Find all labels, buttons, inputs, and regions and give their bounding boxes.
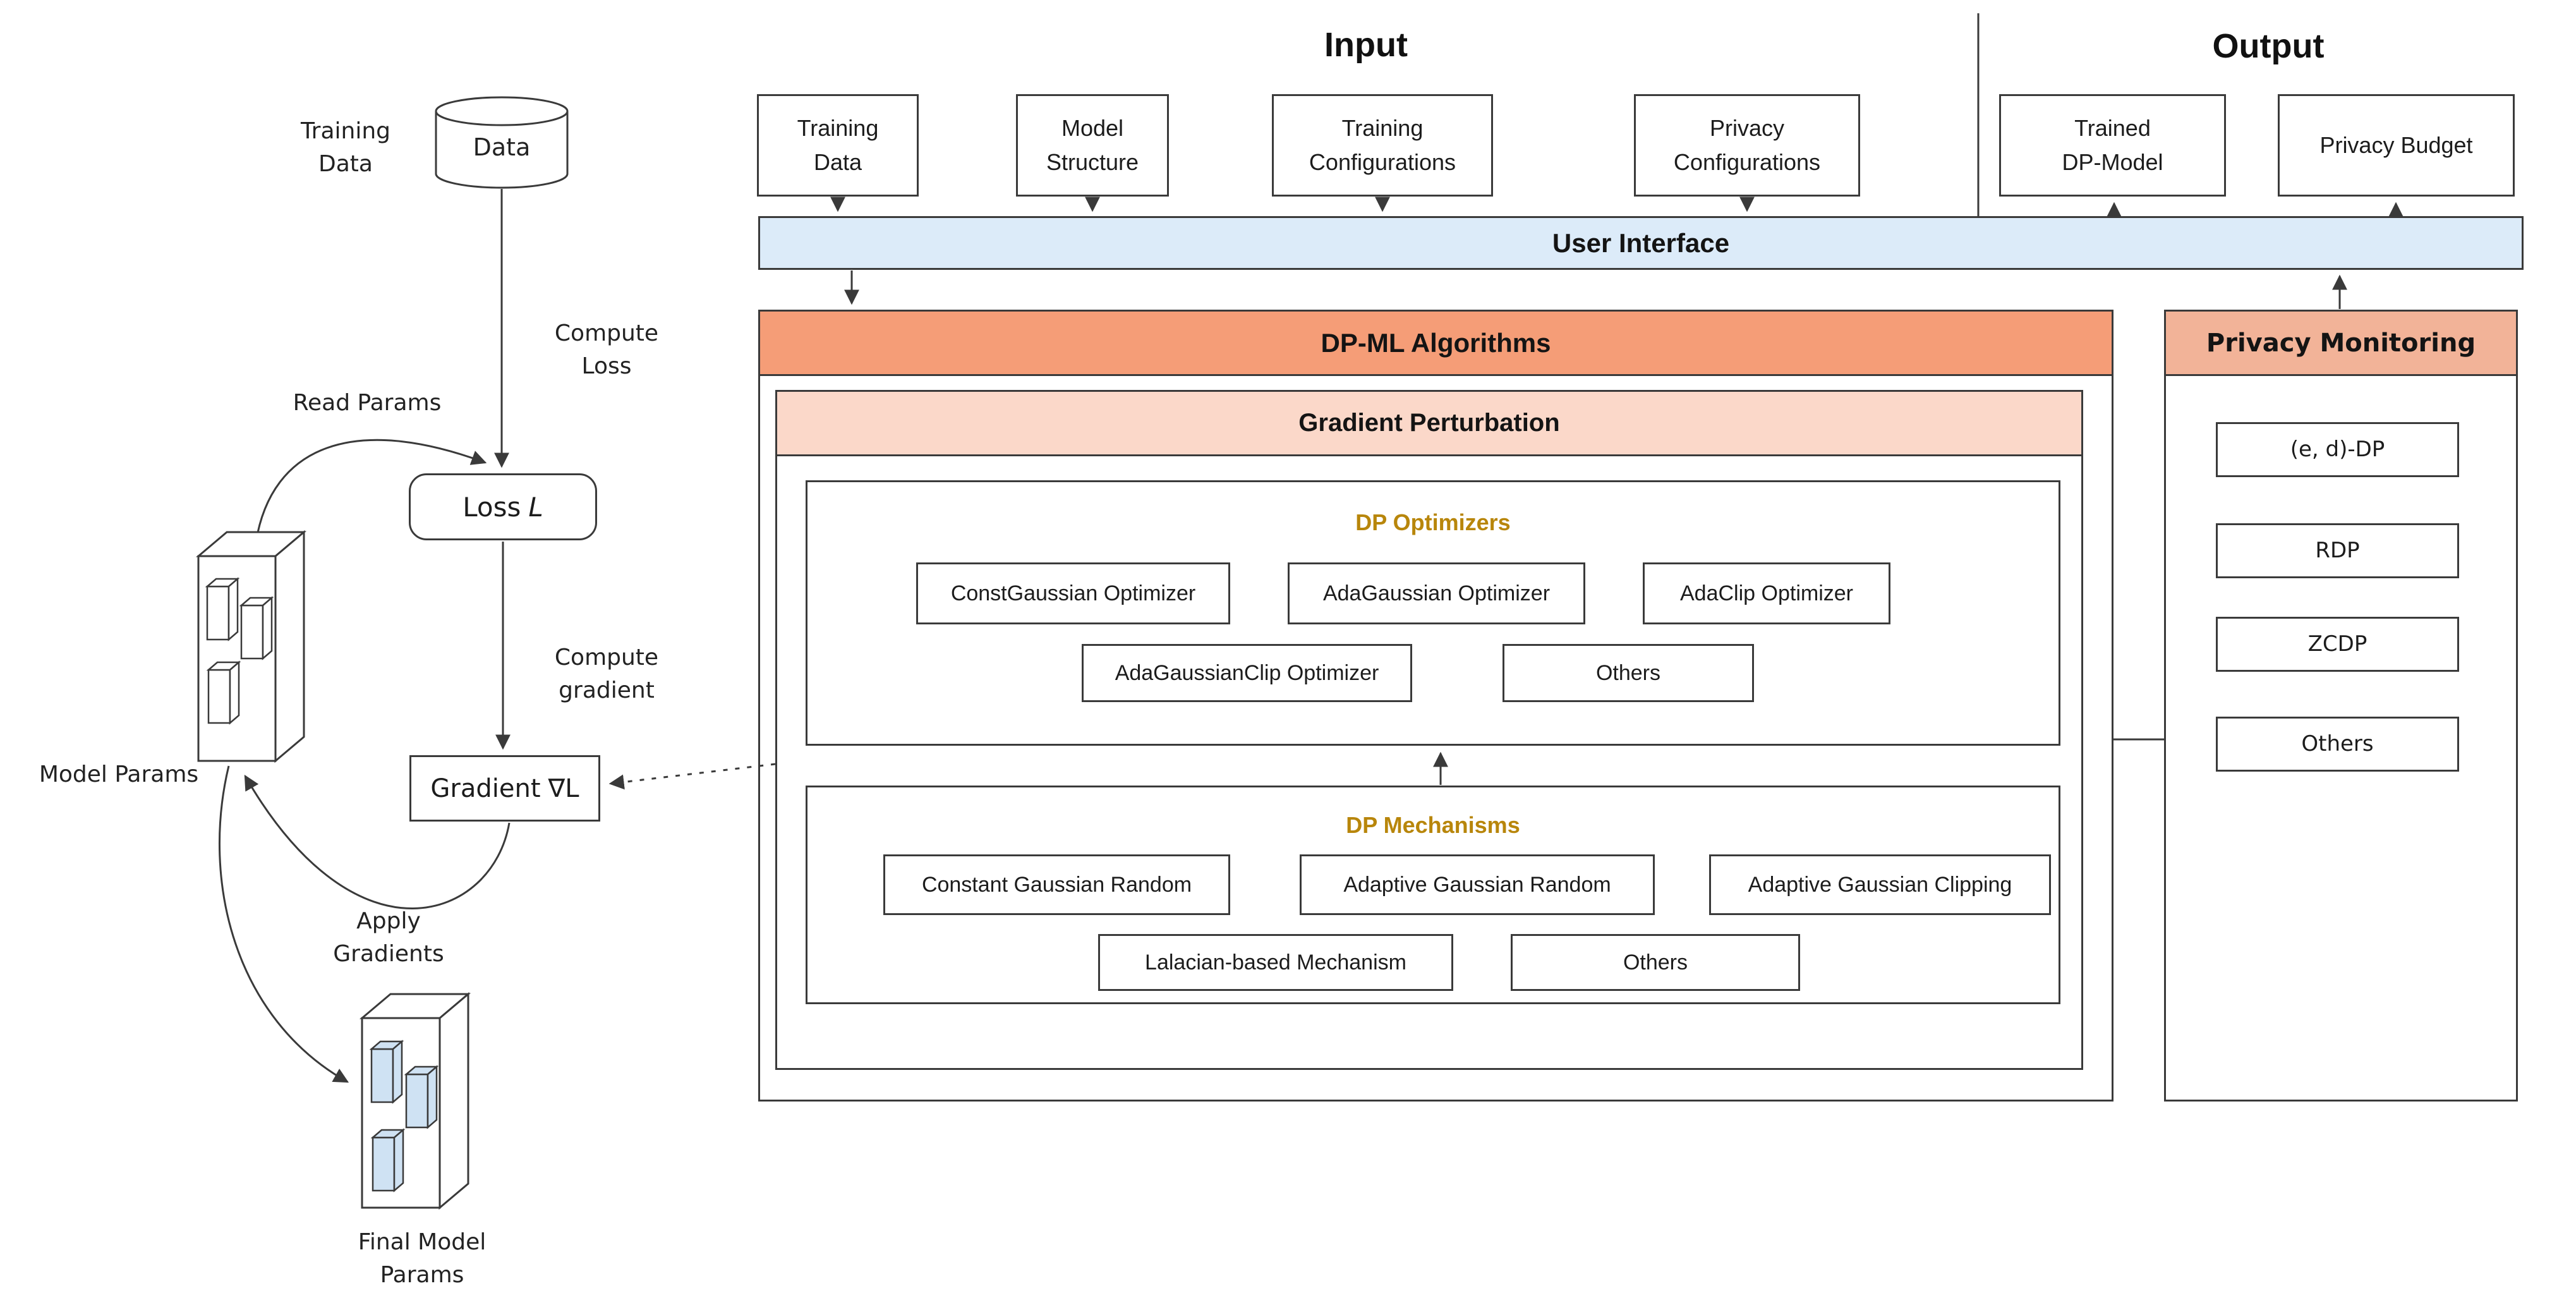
dpml-header: DP-ML Algorithms	[758, 310, 2113, 376]
input-box-privacy-configurations: Privacy Configurations	[1634, 94, 1860, 197]
final-model-params-3d-blocks-icon	[359, 992, 471, 1210]
gradient-perturbation-header: Gradient Perturbation	[775, 390, 2083, 456]
pm-item-others: Others	[2216, 717, 2459, 772]
training-data-label: Training Data	[300, 118, 391, 178]
compute-loss-label: Compute Loss	[554, 320, 659, 380]
mechanism-box-lalacian: Lalacian-based Mechanism	[1098, 934, 1453, 991]
dp-mechanisms-title: DP Mechanisms	[1346, 812, 1520, 838]
loss-node: Loss L	[409, 473, 597, 540]
privacy-monitoring-header: Privacy Monitoring	[2164, 310, 2518, 376]
mechanism-box-constant-gaussian: Constant Gaussian Random	[883, 854, 1230, 915]
dp-mechanisms-container	[806, 786, 2060, 1004]
input-section-title: Input	[1324, 26, 1408, 64]
perturbed-gradient-dotted-arrow	[608, 763, 776, 790]
model-params-label: Model Params	[39, 762, 199, 787]
optimizer-box-adaclip: AdaClip Optimizer	[1643, 562, 1890, 624]
input-box-model-structure: Model Structure	[1016, 94, 1169, 197]
loss-symbol: L	[528, 491, 543, 523]
gradient-symbol: ∇L	[548, 774, 579, 803]
apply-gradients-label: Apply Gradients	[333, 908, 444, 968]
final-model-params-label: Final Model Params	[358, 1229, 487, 1289]
compute-gradient-label: Compute gradient	[554, 645, 659, 704]
mechanism-box-adaptive-gaussian-random: Adaptive Gaussian Random	[1300, 854, 1655, 915]
optimizer-box-constgaussian: ConstGaussian Optimizer	[916, 562, 1230, 624]
gradient-text: Gradient	[430, 774, 541, 803]
pm-item-rdp: RDP	[2216, 523, 2459, 578]
dp-optimizers-container	[806, 480, 2060, 746]
mechanism-box-adaptive-gaussian-clipping: Adaptive Gaussian Clipping	[1709, 854, 2051, 915]
model-params-3d-blocks-icon	[195, 530, 307, 763]
optimizer-box-adagaussianclip: AdaGaussianClip Optimizer	[1082, 644, 1412, 702]
data-cylinder-label: Data	[473, 133, 531, 161]
user-interface-bar: User Interface	[758, 216, 2524, 270]
output-box-trained-dp-model: Trained DP-Model	[1999, 94, 2226, 197]
optimizer-box-adagaussian: AdaGaussian Optimizer	[1288, 562, 1585, 624]
optimizer-box-others: Others	[1503, 644, 1754, 702]
loss-text: Loss	[463, 491, 521, 523]
input-box-training-data: Training Data	[757, 94, 919, 197]
read-params-label: Read Params	[293, 390, 442, 416]
input-box-training-configurations: Training Configurations	[1272, 94, 1493, 197]
output-section-title: Output	[2212, 27, 2325, 65]
gradient-node: Gradient ∇L	[409, 755, 600, 822]
mechanism-box-others: Others	[1511, 934, 1800, 991]
output-box-privacy-budget: Privacy Budget	[2278, 94, 2515, 197]
pm-item-ed-dp: (e, d)-DP	[2216, 422, 2459, 477]
dp-optimizers-title: DP Optimizers	[1355, 509, 1511, 535]
pm-item-zcdp: ZCDP	[2216, 617, 2459, 672]
